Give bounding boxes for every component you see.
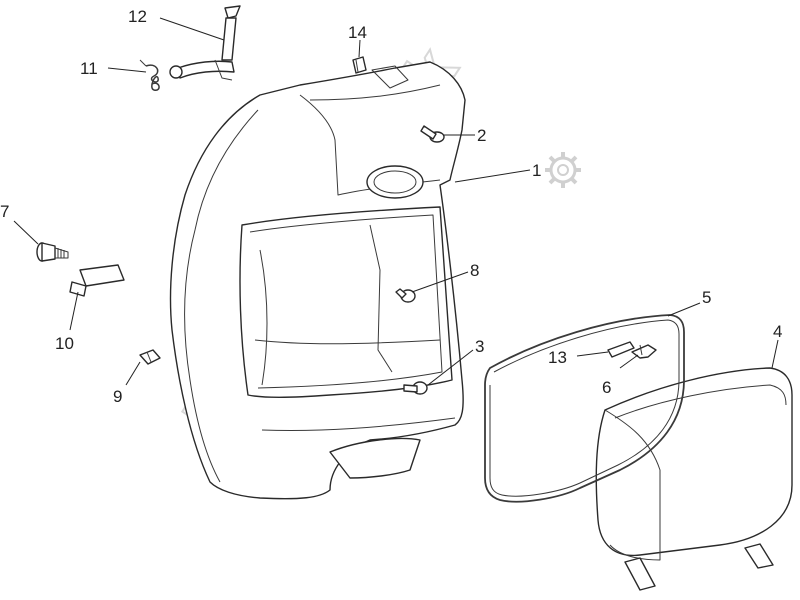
leader-6 <box>619 354 639 369</box>
clip-14 <box>352 56 367 74</box>
clip-9 <box>139 349 161 365</box>
leader-10 <box>69 291 79 331</box>
leader-8 <box>411 271 469 293</box>
screw-3 <box>403 381 428 395</box>
leader-5 <box>667 302 701 317</box>
callout-13: 13 <box>548 348 567 367</box>
callout-11: 11 <box>80 59 98 78</box>
callout-6: 6 <box>602 378 611 397</box>
latch-12 <box>169 5 241 81</box>
leader-7 <box>13 220 39 245</box>
callout-7: 7 <box>0 202 9 221</box>
leader-4 <box>771 339 779 369</box>
leader-1 <box>454 169 531 183</box>
callout-3: 3 <box>475 337 484 356</box>
bolt-7 <box>36 242 69 262</box>
callout-5: 5 <box>702 288 711 307</box>
screw-2 <box>420 125 445 143</box>
leader-12 <box>159 17 225 41</box>
leg-shield-body <box>169 61 466 500</box>
gasket-seal <box>484 314 685 503</box>
leader-14 <box>358 39 361 58</box>
callout-8: 8 <box>470 261 479 280</box>
tab-13 <box>607 341 635 358</box>
callout-labels: 1 2 3 4 5 6 7 8 9 10 11 12 13 14 <box>0 7 782 406</box>
callout-10: 10 <box>55 334 74 353</box>
clip-6 <box>631 344 657 359</box>
spring-11 <box>139 59 160 91</box>
callout-14: 14 <box>348 23 367 42</box>
callout-1: 1 <box>532 161 541 180</box>
leader-11 <box>107 67 147 73</box>
leader-lines <box>13 17 779 386</box>
callout-12: 12 <box>128 7 147 26</box>
bracket-10 <box>69 264 125 297</box>
leader-3 <box>427 349 474 386</box>
leader-13 <box>576 351 609 357</box>
callout-9: 9 <box>113 387 122 406</box>
callout-2: 2 <box>477 126 486 145</box>
gear-icon <box>545 152 581 188</box>
glovebox-door <box>595 367 793 591</box>
screw-8 <box>395 288 416 303</box>
leader-9 <box>125 361 141 386</box>
callout-4: 4 <box>773 322 782 341</box>
